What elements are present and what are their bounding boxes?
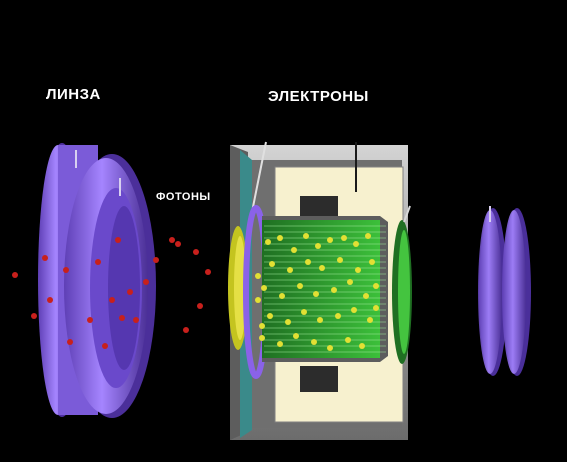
electron-dot: [367, 317, 373, 323]
photon-dot: [109, 297, 115, 303]
photon-dot: [143, 279, 149, 285]
electron-dot: [305, 259, 311, 265]
photon-dot: [31, 313, 37, 319]
lens-right: [478, 206, 531, 376]
electron-dot: [297, 283, 303, 289]
photon-dot: [175, 241, 181, 247]
photon-dot: [63, 267, 69, 273]
electron-dot: [261, 285, 267, 291]
photon-dot: [169, 237, 175, 243]
photocathode: [228, 226, 248, 350]
electron-dot: [293, 333, 299, 339]
electron-dot: [369, 259, 375, 265]
electron-dot: [327, 345, 333, 351]
phosphor-screen: [392, 205, 412, 364]
electron-dot: [313, 291, 319, 297]
electron-dot: [327, 237, 333, 243]
photon-particles: [12, 237, 211, 349]
electron-dot: [303, 233, 309, 239]
electron-dot: [267, 313, 273, 319]
photon-dot: [183, 327, 189, 333]
electron-dot: [365, 233, 371, 239]
electron-dot: [347, 279, 353, 285]
electron-dot: [359, 343, 365, 349]
electron-dot: [345, 337, 351, 343]
photon-dot: [47, 297, 53, 303]
microchannel-plate: [262, 216, 388, 362]
photon-dot: [133, 317, 139, 323]
electron-dot: [255, 297, 261, 303]
electron-dot: [351, 307, 357, 313]
photon-dot: [119, 315, 125, 321]
photons-label: ФОТОНЫ: [156, 191, 211, 203]
electron-dot: [269, 261, 275, 267]
electron-dot: [341, 235, 347, 241]
electron-dot: [317, 317, 323, 323]
electrons-label: ЭЛЕКТРОНЫ: [268, 88, 369, 105]
lens-left: [38, 143, 156, 418]
electron-dot: [291, 247, 297, 253]
electron-dot: [259, 323, 265, 329]
photon-dot: [42, 255, 48, 261]
electron-dot: [265, 239, 271, 245]
photon-dot: [127, 289, 133, 295]
electron-dot: [285, 319, 291, 325]
electron-dot: [353, 241, 359, 247]
electron-dot: [255, 273, 261, 279]
electron-dot: [363, 293, 369, 299]
photon-dot: [87, 317, 93, 323]
photon-dot: [12, 272, 18, 278]
electron-dot: [277, 341, 283, 347]
electron-dot: [337, 257, 343, 263]
electron-dot: [355, 267, 361, 273]
electron-dot: [311, 339, 317, 345]
electron-dot: [287, 267, 293, 273]
electron-dot: [301, 309, 307, 315]
electron-dot: [335, 313, 341, 319]
electron-dot: [319, 265, 325, 271]
electron-dot: [373, 305, 379, 311]
electron-particles: [255, 233, 379, 351]
photon-dot: [102, 343, 108, 349]
photon-dot: [95, 259, 101, 265]
photon-dot: [197, 303, 203, 309]
electron-dot: [279, 293, 285, 299]
electron-dot: [331, 287, 337, 293]
electron-dot: [373, 283, 379, 289]
electron-dot: [277, 235, 283, 241]
photon-dot: [205, 269, 211, 275]
lens-label: ЛИНЗА: [46, 86, 101, 103]
electron-dot: [315, 243, 321, 249]
photon-dot: [115, 237, 121, 243]
photon-dot: [67, 339, 73, 345]
electron-dot: [259, 335, 265, 341]
photon-dot: [153, 257, 159, 263]
photon-dot: [193, 249, 199, 255]
